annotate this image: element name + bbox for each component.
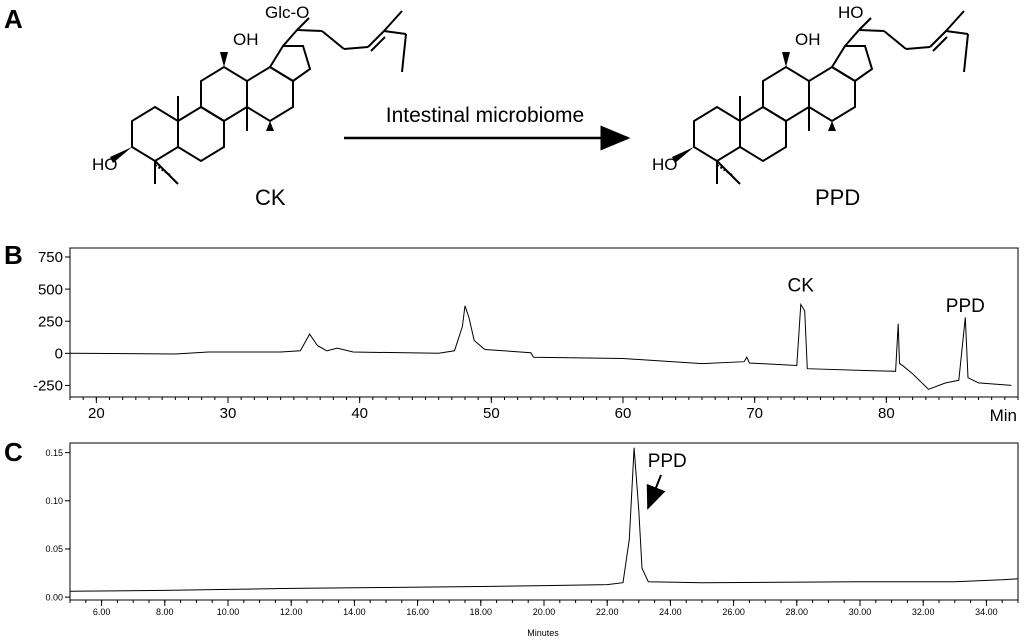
- y-tick-label: 0.10: [45, 496, 63, 506]
- x-tick-label: 18.00: [470, 607, 493, 617]
- y-tick-label: 250: [38, 313, 63, 330]
- ck-name-label: CK: [255, 185, 286, 210]
- x-tick-label: 80: [878, 405, 895, 422]
- x-tick-label: 20.00: [533, 607, 556, 617]
- peak-annotation: CK: [788, 276, 815, 297]
- x-tick-label: 30.00: [849, 607, 872, 617]
- x-tick-label: 28.00: [786, 607, 809, 617]
- ppd-name-label: PPD: [815, 185, 860, 210]
- y-tick-label: 0.15: [45, 448, 63, 458]
- x-tick-label: 20: [88, 405, 105, 422]
- x-tick-label: 50: [483, 405, 500, 422]
- chromatogram-b: -250 0 250 500 750 20 30 40 50 60 70 80 Min CK PPD: [33, 247, 1019, 425]
- chart-c-frame: [69, 442, 1019, 601]
- panel-letter-c: C: [4, 437, 23, 467]
- ck-structure: [110, 10, 407, 185]
- x-tick-label: 70: [746, 405, 763, 422]
- chart-c-ppd-arrow: [646, 474, 666, 510]
- chart-c-xlabel: Minutes: [527, 628, 559, 638]
- y-tick-label: 0: [55, 346, 63, 363]
- ppd-oh-label: OH: [795, 30, 821, 49]
- chart-b-trace: [69, 302, 1012, 390]
- panel-letter-a: A: [4, 4, 23, 34]
- x-tick-label: 22.00: [596, 607, 619, 617]
- y-tick-label: 500: [38, 281, 63, 298]
- ck-glc-label: Glc-O: [265, 3, 309, 22]
- x-tick-label: 10.00: [217, 607, 240, 617]
- chart-b-xlabel: Min: [990, 406, 1017, 425]
- x-tick-label: 34.00: [975, 607, 998, 617]
- ppd-structure: [672, 10, 969, 185]
- x-tick-label: 14.00: [343, 607, 366, 617]
- ck-ho-label: HO: [92, 155, 118, 174]
- y-tick-label: 0.05: [45, 544, 63, 554]
- chart-c-trace: [69, 447, 1019, 592]
- x-tick-label: 26.00: [722, 607, 745, 617]
- x-tick-label: 6.00: [93, 607, 111, 617]
- ppd-ho-label: HO: [652, 155, 678, 174]
- x-tick-label: 40: [351, 405, 368, 422]
- x-tick-label: 24.00: [659, 607, 682, 617]
- reaction-arrow-label: Intestinal microbiome: [386, 104, 584, 127]
- x-tick-label: 32.00: [912, 607, 935, 617]
- x-tick-label: 60: [615, 405, 632, 422]
- y-tick-label: 750: [38, 249, 63, 266]
- y-tick-label: -250: [33, 378, 63, 395]
- x-tick-label: 12.00: [280, 607, 303, 617]
- chart-b-frame: [69, 247, 1019, 398]
- x-tick-label: 16.00: [406, 607, 429, 617]
- panel-letter-b: B: [4, 240, 23, 270]
- ck-oh-label: OH: [233, 30, 259, 49]
- peak-annotation: PPD: [946, 296, 985, 317]
- y-tick-label: 0.00: [45, 592, 63, 602]
- chromatogram-c: 0.00 0.05 0.10 0.15 6.00 8.00 10.00 12.00 14.00…: [45, 442, 1019, 638]
- ppd-ho-top-label: HO: [838, 3, 864, 22]
- peak-annotation: PPD: [648, 451, 687, 472]
- x-tick-label: 8.00: [156, 607, 174, 617]
- x-tick-label: 30: [220, 405, 237, 422]
